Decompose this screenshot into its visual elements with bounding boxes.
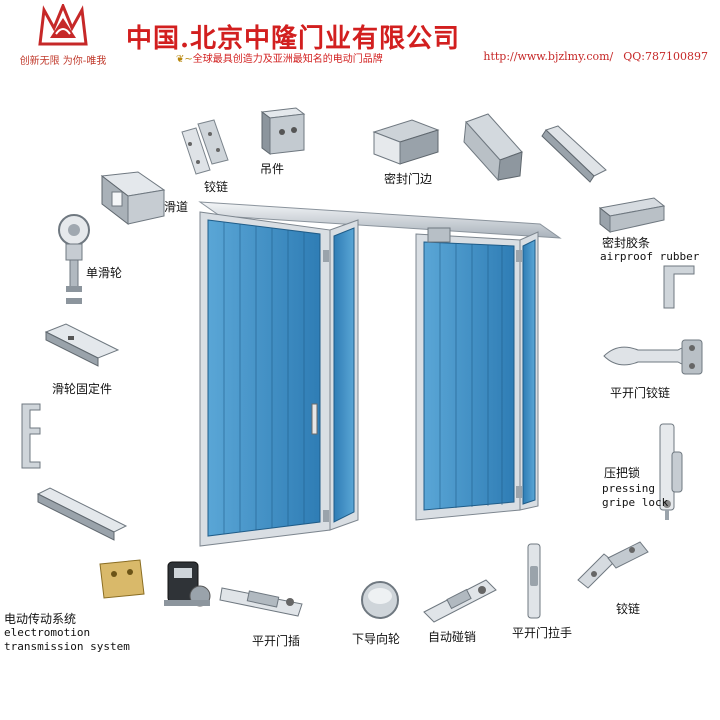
left-door-folded-leaf [333,227,355,523]
label-drive-en2: transmission system [4,640,130,653]
label-pulley-fixer: 滑轮固定件 [52,382,113,396]
press-lock-icon [659,423,683,520]
label-seal-strip-en: airproof rubber [600,250,700,263]
label-hinge-bottom: 铰链 [616,602,641,616]
company-name: 中国.北京中隆门业有限公司 [126,24,461,54]
label-press-lock-en2: gripe lock [602,496,669,509]
pulley-fixer-icon [44,323,120,367]
tagline-text: 全球最具创造力及亚洲最知名的电动门品牌 [192,54,383,65]
label-auto-latch: 自动碰销 [428,630,477,644]
label-single-pulley: 单滑轮 [86,266,123,280]
tagline: ❦~全球最具创造力及亚洲最知名的电动门品牌 [176,50,383,65]
right-door-folded-leaf [522,239,536,505]
left-door-panel-lines [223,222,305,534]
label-drive-cn: 电动传动系统 [4,612,77,626]
auto-latch-icon [423,579,497,623]
top-track-rail [198,201,562,239]
contact-info: http://www.bjzlmy.com/QQ:787100897 [473,50,708,63]
hanger-icon [260,107,306,155]
seal-edge-profile-3-icon [541,125,607,183]
right-door-panel-lines [439,243,503,509]
label-hinge: 铰链 [204,180,229,194]
qq-number: QQ:787100897 [623,50,708,63]
company-logo: 创新无限 为你-唯我 [8,4,118,68]
seal-strip-bracket-icon [663,265,695,309]
motor-bracket-icon [99,559,145,599]
ground-track-profile-icon [36,487,128,541]
seal-edge-profile-icon [372,119,440,165]
ornament-icon: ❦~ [176,54,193,65]
folding-door-illustration [198,201,562,547]
bracket-profile-icon [21,403,41,469]
label-lower-guide: 下导向轮 [352,632,401,646]
label-hanger: 吊件 [260,162,285,176]
seal-strip-icon [598,197,666,234]
flat-door-hinge-icon [603,339,703,375]
crown-logo-icon [38,4,88,46]
hinge-icon [181,119,229,175]
lower-guide-wheel-icon [361,581,399,619]
hinge-bottom-icon [577,541,649,589]
label-drive-en1: electromotion [4,626,91,639]
left-door-handle [311,403,318,435]
website-link[interactable]: http://www.bjzlmy.com/ [483,50,614,63]
label-flat-handle: 平开门拉手 [512,626,573,640]
label-flat-bolt: 平开门插 [252,634,301,648]
single-pulley-icon [58,214,90,304]
label-track: 滑道 [164,200,189,214]
seal-edge-profile-2-icon [463,113,523,182]
label-press-lock-en1: pressing [602,482,655,495]
label-seal-strip-cn: 密封胶条 [602,236,651,250]
label-seal-edge: 密封门边 [384,172,433,186]
flat-door-handle-icon [527,543,541,619]
logo-slogan: 创新无限 为你-唯我 [19,56,107,67]
right-door-leaf [423,241,515,511]
label-flat-door-hinge: 平开门铰链 [610,386,671,400]
electric-motor-icon [164,561,211,607]
left-door-leaf [207,219,321,537]
track-profile-icon [100,171,166,226]
label-press-lock-cn: 压把锁 [604,466,641,480]
flat-door-bolt-icon [219,587,303,617]
